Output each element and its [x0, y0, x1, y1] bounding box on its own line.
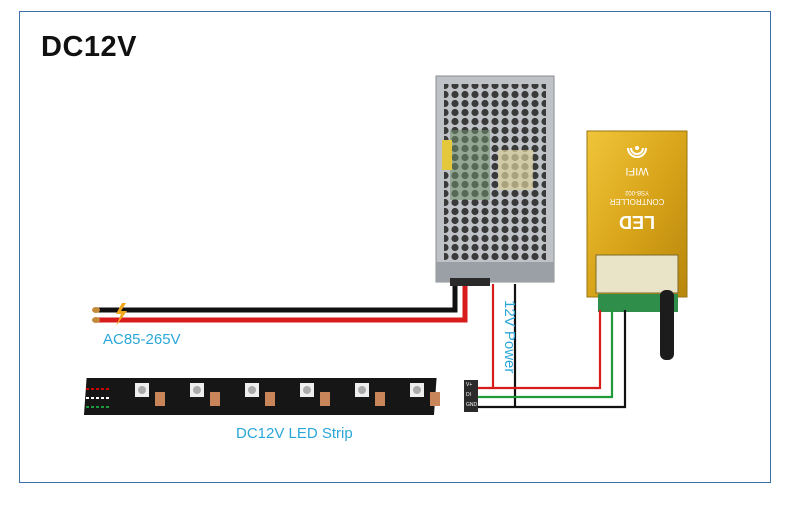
controller-label-text: CONTROLLER: [609, 197, 664, 206]
strip-pin-gnd: GND: [466, 402, 478, 408]
ac-input-cable: [92, 284, 468, 323]
page-title: DC12V: [41, 31, 137, 63]
controller-model-text: YSB-002: [624, 189, 649, 195]
controller-wifi-text: WIFI: [625, 165, 648, 177]
diagram-frame: [19, 11, 771, 483]
wifi-icon: [627, 146, 647, 158]
led-controller: WIFI LED CONTROLLER YSB-002: [586, 130, 688, 312]
controller-led-text: LED: [619, 212, 655, 232]
antenna-icon: [660, 290, 674, 360]
psu-output-wires: [491, 284, 517, 407]
lightning-icon: [116, 303, 127, 326]
ac-input-label: AC85-265V: [103, 331, 181, 348]
led-strip: V+ DI GND: [83, 378, 478, 415]
strip-pin-vplus: V+: [466, 382, 472, 388]
controller-output-wires: [478, 310, 627, 409]
strip-pin-di: DI: [466, 392, 471, 398]
power-line-label: 12V Power: [501, 300, 518, 374]
led-strip-label: DC12V LED Strip: [236, 425, 353, 442]
power-supply: [435, 75, 555, 286]
